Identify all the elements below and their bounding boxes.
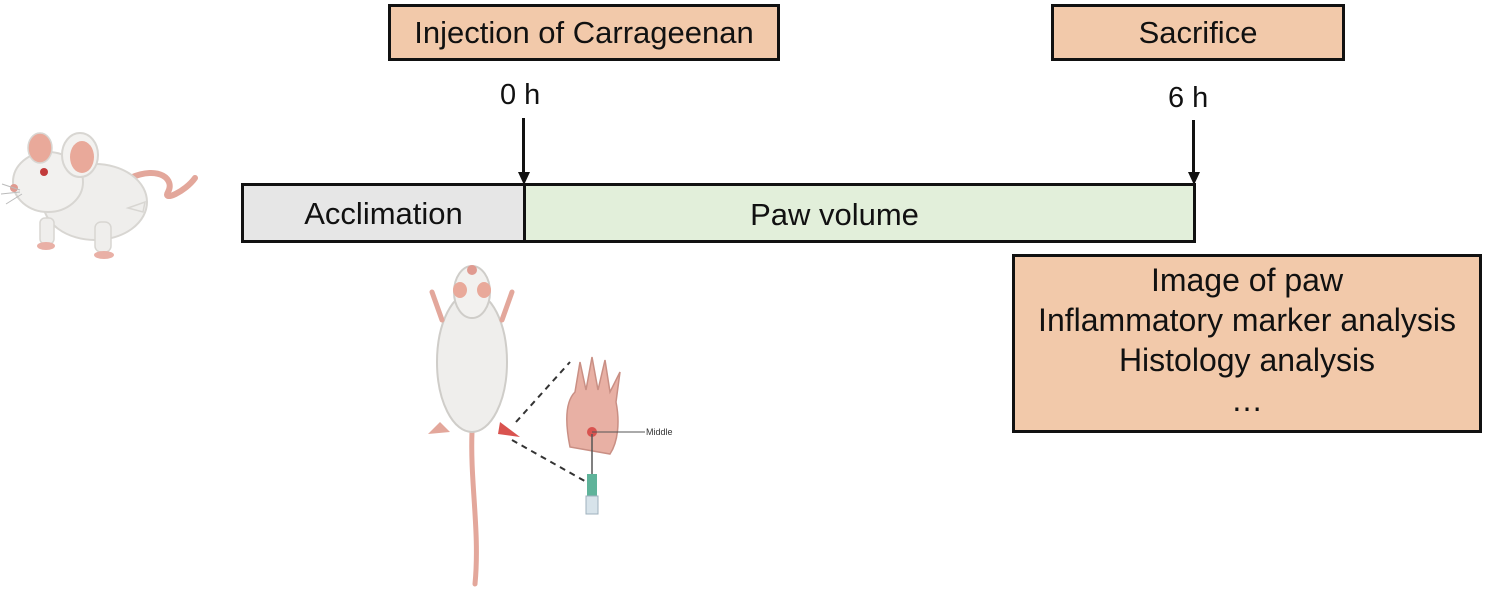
outcome-item: Image of paw bbox=[1150, 261, 1344, 298]
sacrifice-arrow bbox=[1192, 120, 1195, 174]
sacrifice-box: Sacrifice bbox=[1051, 4, 1345, 61]
injection-arrow bbox=[522, 118, 525, 174]
outcome-item: Inflammatory marker analysis bbox=[1038, 301, 1456, 338]
paw-annotation: Middle bbox=[646, 427, 673, 437]
outcome-item: Histology analysis bbox=[1118, 341, 1376, 378]
phase-paw-volume: Paw volume bbox=[526, 186, 1193, 240]
injection-label: Injection of Carrageenan bbox=[414, 14, 754, 50]
outcome-item: … bbox=[1231, 381, 1263, 418]
rat-injection-illustration: Middle bbox=[428, 265, 673, 587]
mouse-icon bbox=[0, 132, 198, 259]
time-start-label: 0 h bbox=[500, 79, 541, 111]
sacrifice-arrow-head bbox=[1188, 172, 1200, 185]
phase-paw-volume-label: Paw volume bbox=[750, 197, 919, 232]
phase-acclimation-label: Acclimation bbox=[304, 196, 463, 231]
phase-acclimation: Acclimation bbox=[244, 186, 526, 240]
injection-arrow-head bbox=[518, 172, 530, 185]
time-end-label: 6 h bbox=[1168, 82, 1209, 114]
outcomes-box: Image of paw Inflammatory marker analysi… bbox=[1012, 254, 1482, 433]
injection-box: Injection of Carrageenan bbox=[388, 4, 780, 61]
sacrifice-label: Sacrifice bbox=[1138, 14, 1258, 50]
timeline-bar: Acclimation Paw volume bbox=[241, 183, 1196, 243]
